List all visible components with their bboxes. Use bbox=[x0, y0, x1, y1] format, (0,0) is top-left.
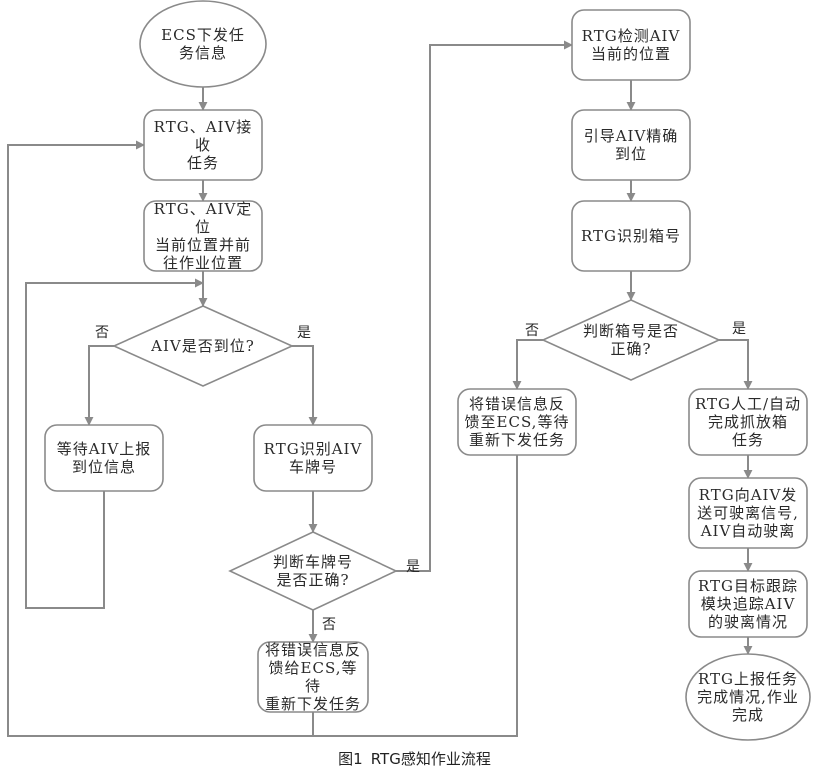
node-start-ellipse bbox=[139, 0, 267, 88]
caption-number: 图1 bbox=[338, 750, 363, 768]
node-label-plate_ok: 判断车牌号 是否正确? bbox=[272, 553, 353, 589]
node-label-wait: 等待AIV上报 到位信息 bbox=[56, 440, 152, 476]
node-plate-rect bbox=[253, 424, 373, 492]
caption-title: RTG感知作业流程 bbox=[370, 750, 491, 768]
node-label-grab: RTG人工/自动 完成抓放箱 任务 bbox=[694, 395, 802, 449]
node-track-rect bbox=[688, 570, 808, 638]
node-box_ok-diamond bbox=[541, 299, 721, 381]
figure-caption: 图1 RTG感知作业流程 bbox=[0, 748, 821, 769]
node-label-box_ok: 判断箱号是否正确? bbox=[582, 322, 679, 358]
edge-label-plate_ok-to-detect: 是 bbox=[406, 559, 420, 575]
node-wait-rect bbox=[44, 424, 164, 492]
edge-label-box_ok-to-box_err: 否 bbox=[525, 323, 539, 339]
node-label-plate_err: 将错误信息反 馈给ECS,等待 重新下发任务 bbox=[264, 641, 361, 713]
edge-wait-to-arrived bbox=[25, 278, 204, 609]
node-label-receive: RTG、AIV接收 任务 bbox=[153, 118, 253, 172]
edge-plate_ok-to-detect bbox=[396, 40, 573, 572]
node-label-guide: 引导AIV精确 到位 bbox=[583, 127, 679, 163]
node-receive-rect bbox=[143, 109, 263, 181]
node-label-signal: RTG向AIV发 送可驶离信号, AIV自动驶离 bbox=[697, 486, 799, 540]
node-plate_err-rect bbox=[257, 641, 369, 713]
edge-label-arrived-to-wait: 否 bbox=[95, 325, 109, 341]
node-label-plate: RTG识别AIV 车牌号 bbox=[263, 440, 363, 476]
edge-arrived-to-wait bbox=[84, 345, 114, 426]
node-label-locate: RTG、AIV定位 当前位置并前 往作业位置 bbox=[153, 200, 253, 272]
edge-box_ok-to-box_err bbox=[512, 339, 543, 390]
node-label-detect: RTG检测AIV 当前的位置 bbox=[581, 27, 681, 63]
node-label-arrived: AIV是否到位? bbox=[151, 337, 255, 355]
edges-layer bbox=[7, 40, 753, 737]
edge-arrived-to-plate bbox=[292, 345, 318, 426]
edge-plate_err-to-receive bbox=[7, 140, 314, 737]
node-label-box_err: 将错误信息反 馈至ECS,等待 重新下发任务 bbox=[464, 395, 570, 449]
node-plate_ok-diamond bbox=[228, 531, 398, 611]
node-detect-rect bbox=[571, 9, 691, 81]
node-box-rect bbox=[571, 200, 691, 272]
edge-box_ok-to-grab bbox=[719, 339, 753, 390]
edge-label-arrived-to-plate: 是 bbox=[297, 325, 311, 341]
node-guide-rect bbox=[571, 109, 691, 181]
node-signal-rect bbox=[688, 477, 808, 549]
nodes-layer bbox=[44, 0, 811, 741]
node-grab-rect bbox=[688, 388, 808, 456]
node-box_err-rect bbox=[457, 388, 577, 456]
node-end-ellipse bbox=[685, 653, 811, 741]
node-label-box: RTG识别箱号 bbox=[580, 227, 681, 245]
node-label-track: RTG目标跟踪 模块追踪AIV 的驶离情况 bbox=[697, 577, 798, 631]
edge-label-plate_ok-to-plate_err: 否 bbox=[322, 617, 336, 633]
node-arrived-diamond bbox=[112, 305, 294, 387]
node-label-end: RTG上报任务 完成情况,作业 完成 bbox=[697, 670, 799, 724]
node-label-start: ECS下发任 务信息 bbox=[161, 26, 245, 62]
edge-box_err-to-receive bbox=[313, 455, 518, 737]
edge-label-box_ok-to-grab: 是 bbox=[732, 321, 746, 337]
node-locate-rect bbox=[143, 200, 263, 272]
